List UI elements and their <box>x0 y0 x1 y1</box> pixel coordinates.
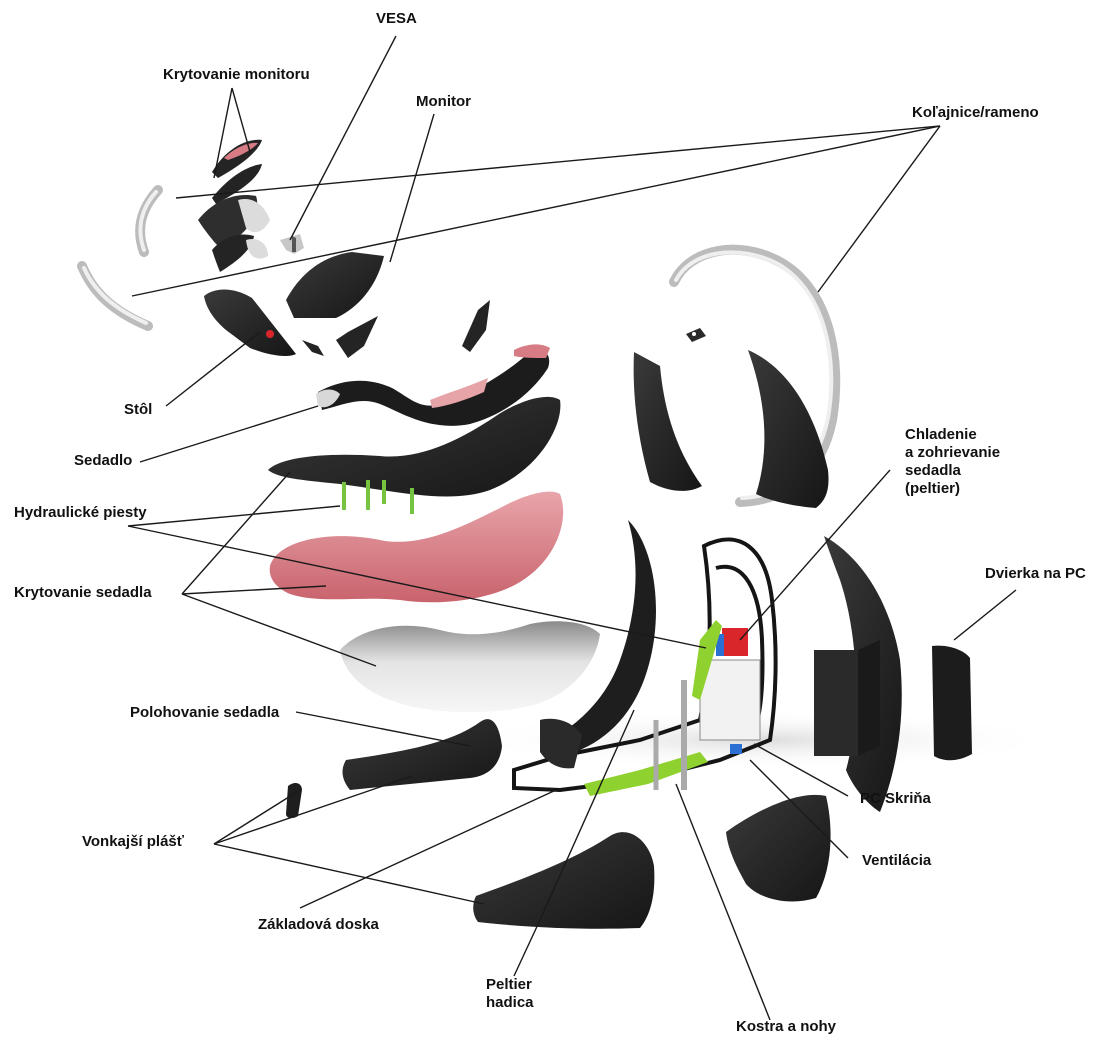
seat-bottom-white <box>340 621 600 712</box>
back-shell-right <box>748 350 829 508</box>
monitor-cover-parts <box>198 140 270 272</box>
label-sedadlo: Sedadlo <box>74 452 132 470</box>
label-polohovanie: Polohovanie sedadla <box>130 704 279 722</box>
ventilation-panel <box>726 795 831 902</box>
pc-case <box>814 640 880 756</box>
seat-positioning <box>343 719 582 790</box>
outer-shell-bottom <box>473 832 654 929</box>
pc-door-panel <box>932 646 972 761</box>
label-monitor: Monitor <box>416 93 471 111</box>
label-chladenie: Chladenie a zohrievanie sedadla (peltier… <box>905 426 1000 498</box>
rail-small-left <box>82 190 158 326</box>
label-stol: Stôl <box>124 401 152 419</box>
back-shell-left <box>634 352 702 491</box>
label-vonkajsi: Vonkajší plášť <box>82 833 184 851</box>
label-krytovanie-sedadla: Krytovanie sedadla <box>14 584 152 602</box>
label-hydraulicke-piesty: Hydraulické piesty <box>14 504 147 522</box>
label-pc-skrina: PC Skriňa <box>860 790 931 808</box>
label-kostra: Kostra a nohy <box>736 1018 836 1036</box>
monitor-screen <box>286 252 384 318</box>
seat-cap-small <box>686 328 706 342</box>
label-vesa: VESA <box>376 10 417 28</box>
label-krytovanie-monitoru: Krytovanie monitoru <box>163 66 310 84</box>
label-zakladova: Základová doska <box>258 916 379 934</box>
outer-shell-small <box>286 783 302 818</box>
label-ventilacia: Ventilácia <box>862 852 931 870</box>
label-dvierka: Dvierka na PC <box>985 565 1086 583</box>
label-peltier-hadica: Peltier hadica <box>486 976 534 1012</box>
label-kolajnice: Koľajnice/rameno <box>912 104 1039 122</box>
